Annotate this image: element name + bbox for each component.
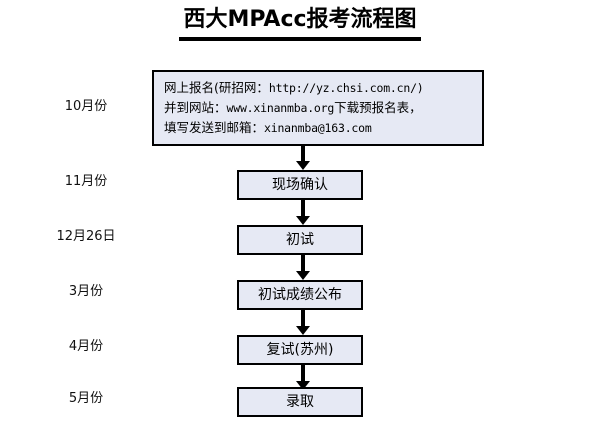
arrow-shaft (301, 255, 305, 271)
arrow-shaft (301, 146, 305, 161)
arrow-shaft (301, 365, 305, 381)
arrow-head-icon (296, 271, 310, 280)
timeline-label-march: 3月份 (68, 284, 104, 299)
connector-arrow-5 (296, 365, 310, 390)
flow-step-first-exam-label: 初试 (286, 232, 314, 248)
connector-arrow-2 (296, 200, 310, 225)
flow-step-onsite-confirmation-label: 现场确认 (272, 177, 328, 193)
connector-arrow-4 (296, 310, 310, 335)
flow-step-first-exam[interactable]: 初试 (237, 225, 363, 255)
arrow-shaft (301, 310, 305, 326)
flow-step-second-exam-label: 复试(苏州) (266, 342, 334, 358)
online-registration-text: 网上报名(研招网：http://yz.chsi.com.cn/) 并到网站：ww… (164, 78, 424, 138)
flow-step-online-registration[interactable]: 网上报名(研招网：http://yz.chsi.com.cn/) 并到网站：ww… (152, 70, 484, 146)
timeline-label-november: 11月份 (64, 174, 108, 189)
timeline-label-december-26: 12月26日 (56, 229, 116, 244)
registration-line-3-email: xinanmba@163.com (264, 121, 372, 135)
registration-line-2-url: www.xinanmba.org (226, 101, 335, 115)
arrow-head-icon (296, 381, 310, 390)
flow-step-second-exam[interactable]: 复试(苏州) (237, 335, 363, 365)
registration-line-3-cn: 填写发送到邮箱： (164, 120, 265, 135)
registration-line-2-tail: 下载预报名表， (334, 100, 422, 115)
arrow-head-icon (296, 161, 310, 170)
connector-arrow-3 (296, 255, 310, 280)
registration-line-1-url: http://yz.chsi.com.cn/) (268, 81, 424, 95)
arrow-head-icon (296, 216, 310, 225)
page-title: 西大MPAcc报考流程图 (179, 6, 421, 41)
arrow-shaft (301, 200, 305, 216)
flow-step-first-exam-results-label: 初试成绩公布 (258, 287, 342, 303)
timeline-label-may: 5月份 (68, 391, 104, 406)
registration-line-1: 网上报名(研招网：http://yz.chsi.com.cn/) (164, 78, 424, 98)
registration-line-3: 填写发送到邮箱：xinanmba@163.com (164, 118, 424, 138)
timeline-label-april: 4月份 (68, 339, 104, 354)
registration-line-1-cn: 网上报名(研招网： (164, 80, 269, 95)
registration-line-2-cn: 并到网站： (164, 100, 227, 115)
flow-step-admission-label: 录取 (286, 394, 314, 410)
timeline-label-october: 10月份 (64, 99, 108, 114)
flow-step-onsite-confirmation[interactable]: 现场确认 (237, 170, 363, 200)
chart-title-container: 西大MPAcc报考流程图 (0, 6, 600, 41)
arrow-head-icon (296, 326, 310, 335)
flow-step-first-exam-results[interactable]: 初试成绩公布 (237, 280, 363, 310)
connector-arrow-1 (296, 146, 310, 170)
registration-line-2: 并到网站：www.xinanmba.org下载预报名表， (164, 98, 424, 118)
flow-step-admission[interactable]: 录取 (237, 387, 363, 417)
